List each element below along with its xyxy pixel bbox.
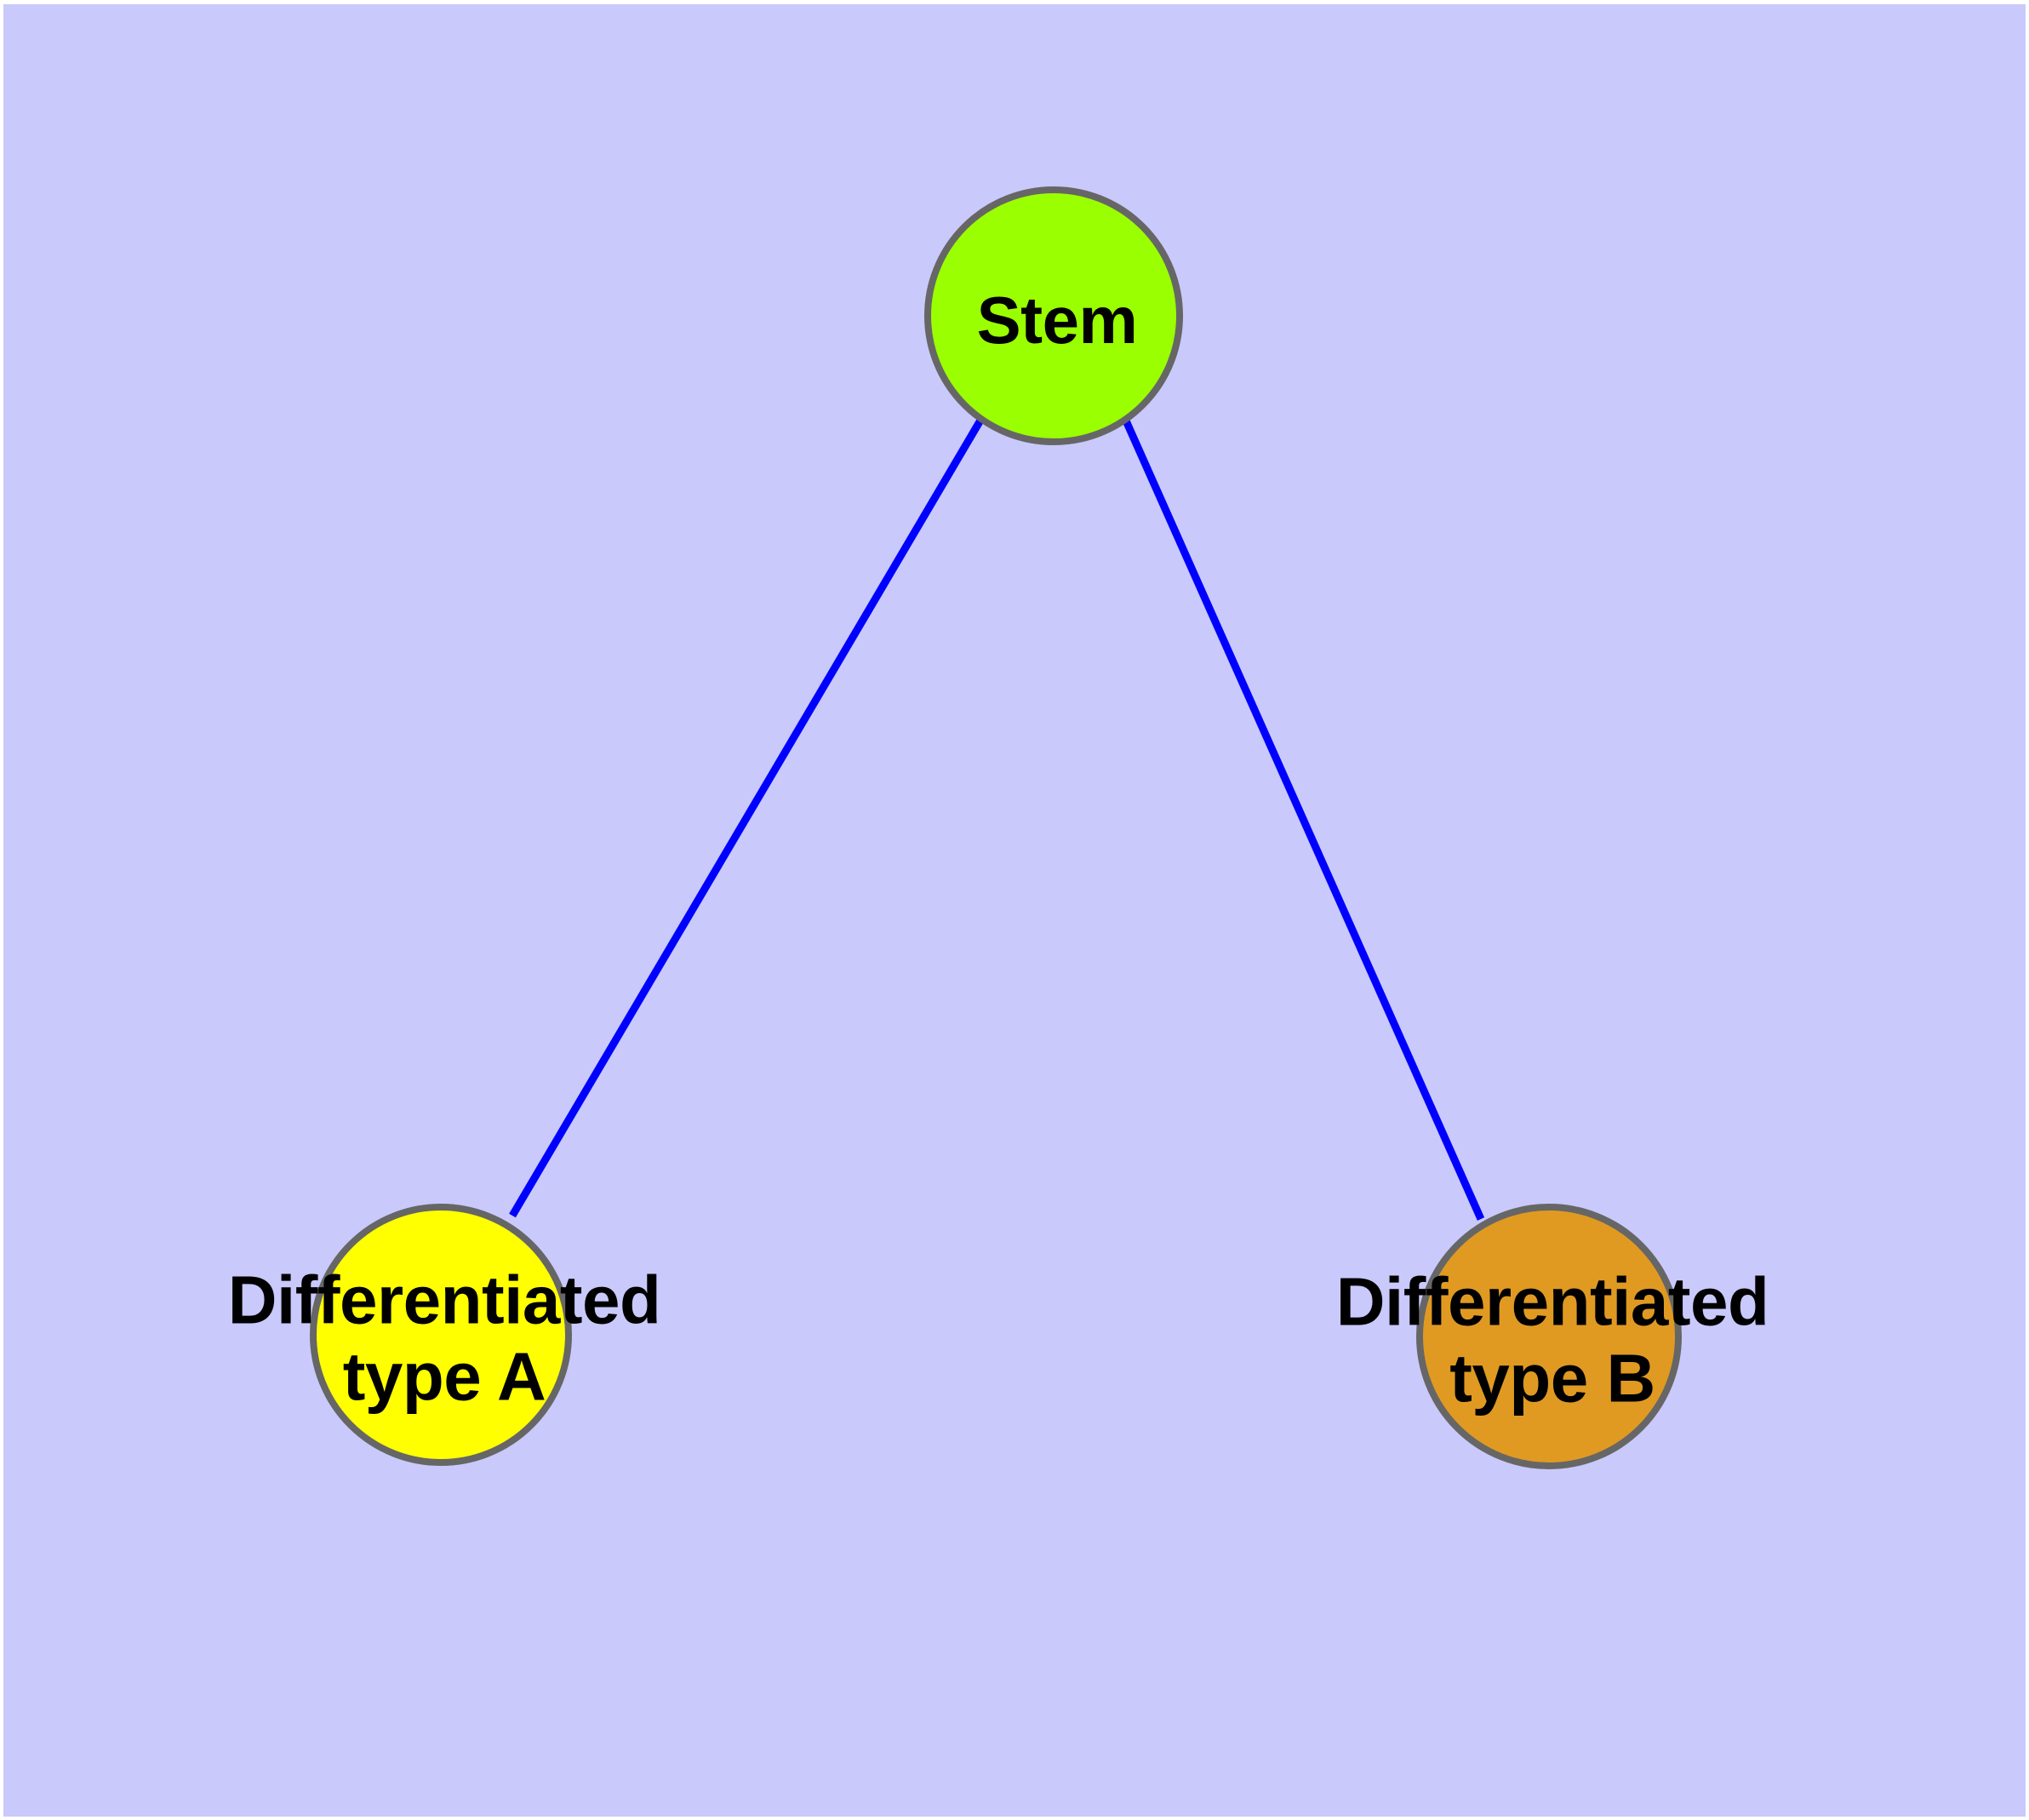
- edge-layer: [509, 416, 1485, 1221]
- node-differentiated-type-a[interactable]: [310, 1204, 572, 1466]
- edge-stem-to-differentiated-type-b[interactable]: [1121, 417, 1485, 1221]
- node-layer: [310, 186, 1682, 1469]
- node-differentiated-type-b[interactable]: [1416, 1204, 1682, 1469]
- graph-svg: [310, 186, 1682, 1469]
- diagram-plot-area: Stem Differentiated type A Differentiate…: [3, 4, 2026, 1817]
- node-stem[interactable]: [924, 186, 1183, 445]
- edge-stem-to-differentiated-type-a[interactable]: [509, 416, 985, 1218]
